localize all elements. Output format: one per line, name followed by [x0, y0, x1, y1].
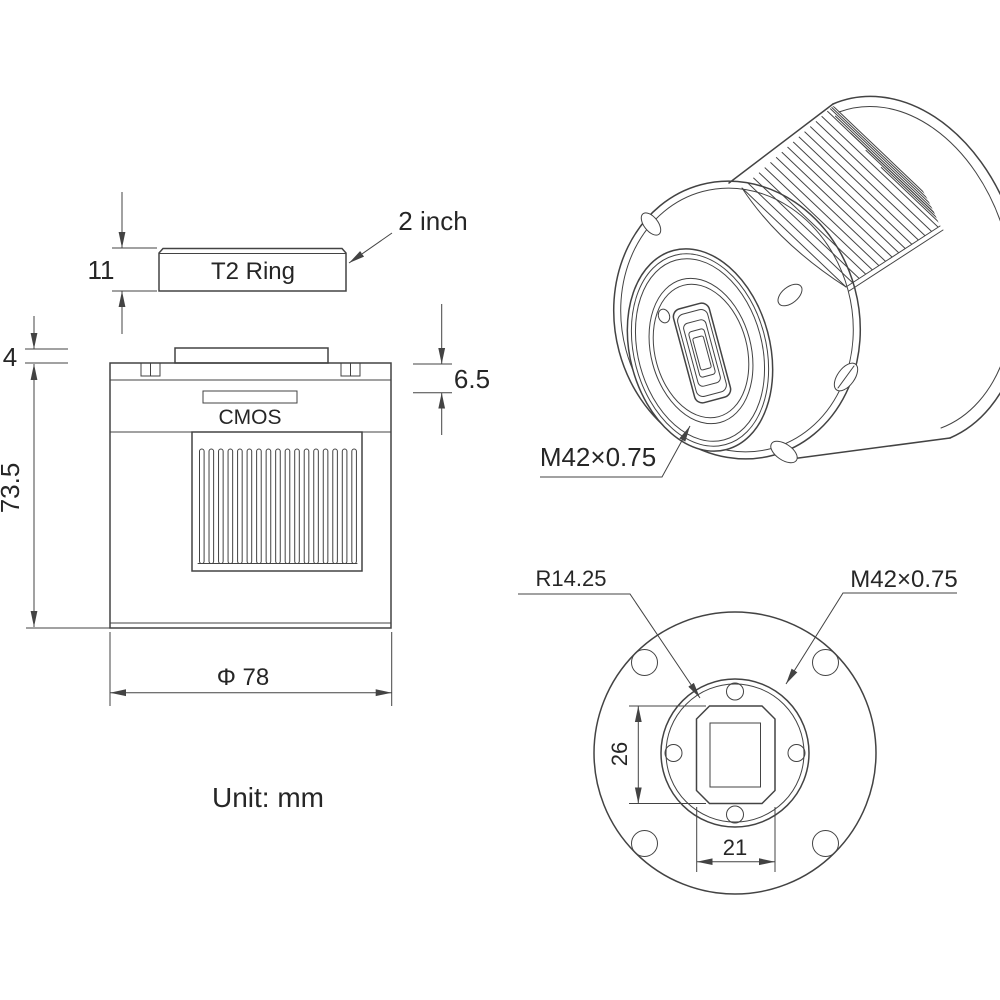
- front-view: 11 4 73.5 6.5 Φ 78: [0, 192, 490, 813]
- rim-notches: [631, 649, 839, 857]
- iso-back-rim: [832, 95, 1000, 439]
- rear-sensor-rect: [709, 722, 761, 788]
- rear-opening-octagon: [695, 705, 776, 805]
- slot-bottom: [770, 440, 798, 464]
- dim-text-6-5: 6.5: [454, 364, 490, 394]
- dim-opening-height: 26: [607, 705, 706, 804]
- iso-flange-outer: [612, 180, 862, 460]
- dim-text-4: 4: [3, 342, 17, 372]
- rear-outer-circle: [593, 611, 877, 895]
- camera-body-outline: [109, 347, 392, 629]
- iso-bottom-silhouette: [790, 437, 951, 460]
- dim-text-21: 21: [723, 835, 747, 860]
- rear-label-thread: M42×0.75: [850, 566, 957, 593]
- rear-screw-holes: [664, 682, 806, 824]
- iso-label-thread: M42×0.75: [540, 442, 656, 472]
- dim-body-diameter: Φ 78: [109, 632, 393, 706]
- iso-leader-thread: M42×0.75: [540, 425, 691, 478]
- rear-thread-inner: [665, 683, 805, 823]
- iso-sensor-stack: [672, 302, 732, 404]
- slot-top-left: [640, 212, 662, 236]
- label-corner-radius: R14.25: [536, 566, 607, 591]
- unit-note: Unit: mm: [212, 782, 324, 813]
- dim-t2-ring-height: 11: [88, 192, 157, 334]
- dim-top-plate-height: 4: [3, 316, 68, 372]
- clamp-screw-left: [140, 362, 161, 377]
- slot-upper-right: [777, 283, 803, 307]
- dim-body-height: 73.5: [0, 364, 110, 629]
- leader-rear-thread: M42×0.75: [785, 566, 958, 685]
- rear-view: 26 21 R14.25 M42×0.75: [518, 566, 958, 918]
- top-plate: [174, 347, 329, 364]
- dim-text-73-5: 73.5: [0, 463, 25, 514]
- dim-text-26: 26: [607, 742, 632, 766]
- label-t2-ring: T2 Ring: [211, 258, 295, 285]
- iso-top-silhouette: [728, 103, 834, 184]
- iso-back-chamfer: [838, 105, 1000, 429]
- dim-text-11: 11: [88, 255, 115, 285]
- iso-flange-slots: [640, 212, 859, 464]
- heatsink-fins: [199, 448, 357, 564]
- heatsink: [191, 431, 363, 572]
- label-two-inch: 2 inch: [398, 206, 467, 236]
- leader-corner-radius: R14.25: [518, 566, 701, 699]
- iso-view: M42×0.75: [540, 95, 1000, 478]
- sensor-window: [202, 390, 298, 404]
- rear-thread-outer: [660, 678, 810, 828]
- iso-face-hole: [657, 308, 671, 324]
- leader-two-inch: 2 inch: [348, 206, 468, 264]
- label-cmos: CMOS: [219, 406, 282, 429]
- clamp-screw-right: [340, 362, 361, 377]
- dim-text-phi78: Φ 78: [217, 664, 270, 691]
- dim-opening-width: 21: [696, 807, 776, 872]
- t2-ring-block: [158, 247, 347, 292]
- dim-sensor-depth: 6.5: [413, 304, 490, 435]
